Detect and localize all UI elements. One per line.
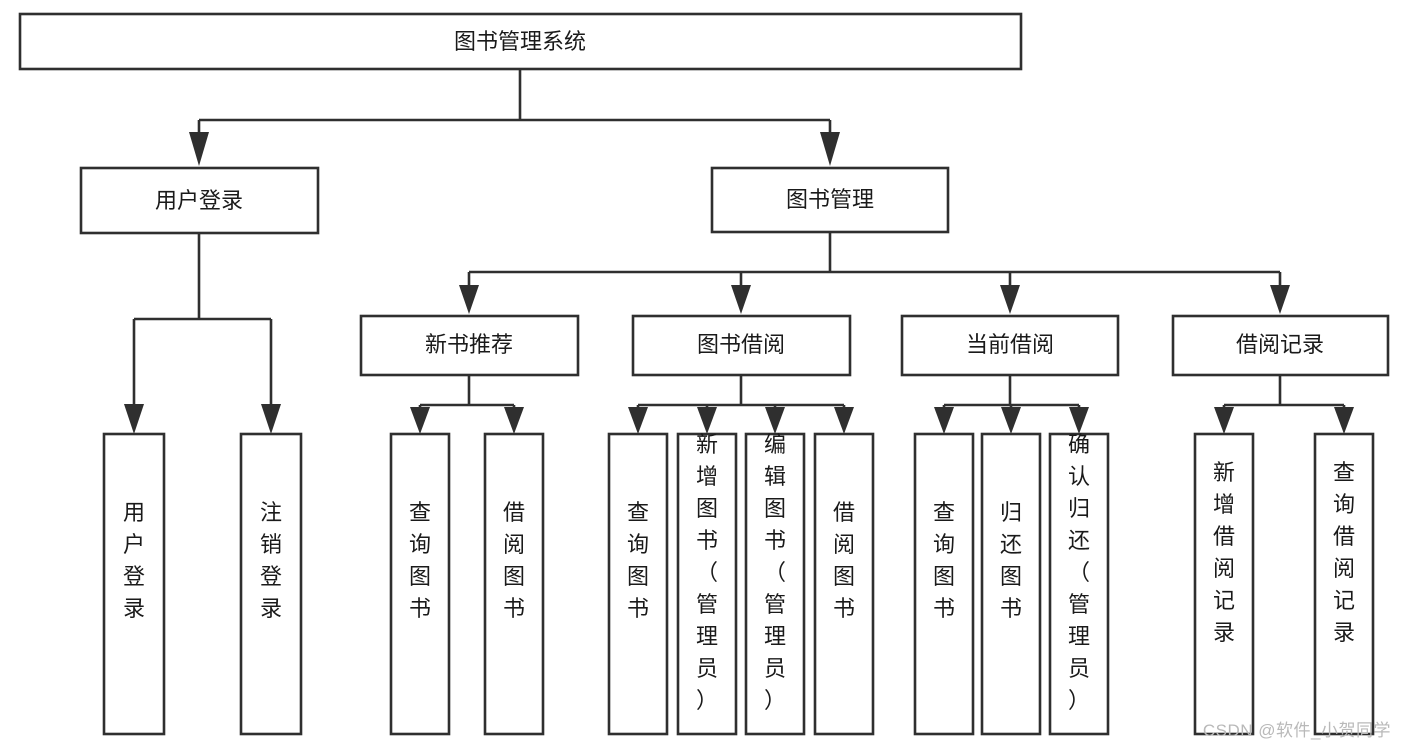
arrowhead-book-manage xyxy=(820,132,840,166)
arrowhead-leaf-query-book-1 xyxy=(410,407,430,434)
node-user-login-box[interactable] xyxy=(79,166,320,235)
node-user-login-label: 用户登录 xyxy=(155,188,243,213)
node-new-book-rec[interactable]: 新书推荐 xyxy=(359,314,580,377)
node-leaf-user-login-box[interactable] xyxy=(102,432,166,736)
connector-group-borrow-record xyxy=(1214,375,1354,434)
node-leaf-borrow-book-1-box[interactable] xyxy=(483,432,545,736)
node-leaf-logout[interactable]: 注销登录 xyxy=(239,432,303,736)
node-current-borrow-box[interactable] xyxy=(900,314,1120,377)
node-book-borrow[interactable]: 图书借阅 xyxy=(631,314,852,377)
node-book-manage[interactable]: 图书管理 xyxy=(710,166,950,234)
node-borrow-record[interactable]: 借阅记录 xyxy=(1171,314,1390,377)
node-borrow-record-box[interactable] xyxy=(1171,314,1390,377)
arrowhead-new-book-rec xyxy=(459,285,479,314)
node-root-label: 图书管理系统 xyxy=(454,29,586,54)
csdn-watermark: CSDN @软件_小贺同学 xyxy=(1202,721,1391,740)
arrowhead-leaf-borrow-book-2 xyxy=(834,407,854,434)
node-leaf-query-book-1-box[interactable] xyxy=(389,432,451,736)
node-leaf-edit-book-admin[interactable]: 编辑图书（管理员） xyxy=(744,432,806,736)
node-book-manage-box[interactable] xyxy=(710,166,950,234)
node-leaf-query-borrow-record[interactable]: 查询借阅记录 xyxy=(1313,432,1375,736)
arrowhead-leaf-confirm-return-admin xyxy=(1069,407,1089,434)
node-book-manage-label: 图书管理 xyxy=(786,187,874,212)
arrowhead-leaf-add-borrow-record xyxy=(1214,407,1234,434)
node-leaf-logout-label: 注销登录 xyxy=(260,500,282,621)
node-book-borrow-box[interactable] xyxy=(631,314,852,377)
node-leaf-query-book-3-box[interactable] xyxy=(913,432,975,736)
node-book-borrow-label: 图书借阅 xyxy=(697,332,785,357)
arrowhead-user-login xyxy=(189,132,209,166)
node-leaf-add-borrow-record-label: 新增借阅记录 xyxy=(1213,460,1235,645)
node-leaf-logout-box[interactable] xyxy=(239,432,303,736)
node-leaf-add-borrow-record[interactable]: 新增借阅记录 xyxy=(1193,432,1255,736)
arrowhead-book-borrow xyxy=(731,285,751,314)
connector-group-book-borrow xyxy=(628,375,854,434)
arrowhead-leaf-logout xyxy=(261,404,281,434)
node-leaf-query-book-3-label: 查询图书 xyxy=(933,500,955,621)
node-new-book-rec-box[interactable] xyxy=(359,314,580,377)
connector-group-root xyxy=(189,69,840,166)
node-leaf-user-login-label: 用户登录 xyxy=(123,500,145,621)
arrowhead-borrow-record xyxy=(1270,285,1290,314)
arrowhead-leaf-query-book-3 xyxy=(934,407,954,434)
node-current-borrow[interactable]: 当前借阅 xyxy=(900,314,1120,377)
node-leaf-edit-book-admin-label: 编辑图书（管理员） xyxy=(764,432,786,713)
node-leaf-query-borrow-record-box[interactable] xyxy=(1313,432,1375,736)
arrowhead-leaf-query-borrow-record xyxy=(1334,407,1354,434)
node-leaf-return-book[interactable]: 归还图书 xyxy=(980,432,1042,736)
arrowhead-leaf-add-book-admin xyxy=(697,407,717,434)
connector-group-new-book-rec xyxy=(410,375,524,434)
node-leaf-query-borrow-record-label: 查询借阅记录 xyxy=(1333,460,1355,645)
node-root[interactable]: 图书管理系统 xyxy=(18,12,1023,71)
node-leaf-query-book-2-label: 查询图书 xyxy=(627,500,649,621)
connector-group-user-login xyxy=(124,233,281,434)
arrowhead-leaf-query-book-2 xyxy=(628,407,648,434)
node-current-borrow-label: 当前借阅 xyxy=(966,332,1054,357)
node-leaf-edit-book-admin-box[interactable] xyxy=(744,432,806,736)
node-root-box[interactable] xyxy=(18,12,1023,71)
node-leaf-query-book-2-box[interactable] xyxy=(607,432,669,736)
node-leaf-query-book-1[interactable]: 查询图书 xyxy=(389,432,451,736)
node-leaf-query-book-3[interactable]: 查询图书 xyxy=(913,432,975,736)
connector-group-book-manage xyxy=(459,232,1290,314)
node-borrow-record-label: 借阅记录 xyxy=(1236,332,1324,357)
node-leaf-confirm-return-admin-label: 确认归还（管理员） xyxy=(1068,432,1090,713)
node-leaf-add-book-admin[interactable]: 新增图书（管理员） xyxy=(676,432,738,736)
node-leaf-borrow-book-2[interactable]: 借阅图书 xyxy=(813,432,875,736)
node-leaf-return-book-box[interactable] xyxy=(980,432,1042,736)
node-leaf-add-borrow-record-box[interactable] xyxy=(1193,432,1255,736)
node-leaf-user-login[interactable]: 用户登录 xyxy=(102,432,166,736)
arrowhead-leaf-return-book xyxy=(1001,407,1021,434)
node-new-book-rec-label: 新书推荐 xyxy=(425,332,513,357)
node-leaf-add-book-admin-label: 新增图书（管理员） xyxy=(696,432,718,713)
node-leaf-borrow-book-1[interactable]: 借阅图书 xyxy=(483,432,545,736)
arrowhead-leaf-edit-book-admin xyxy=(765,407,785,434)
connector-group-current-borrow xyxy=(934,375,1089,434)
node-leaf-return-book-label: 归还图书 xyxy=(1000,500,1022,621)
node-leaf-borrow-book-2-box[interactable] xyxy=(813,432,875,736)
arrowhead-leaf-user-login xyxy=(124,404,144,434)
arrowhead-current-borrow xyxy=(1000,285,1020,314)
node-leaf-confirm-return-admin[interactable]: 确认归还（管理员） xyxy=(1048,432,1110,736)
arrowhead-leaf-borrow-book-1 xyxy=(504,407,524,434)
node-leaf-query-book-1-label: 查询图书 xyxy=(409,500,431,621)
node-leaf-borrow-book-1-label: 借阅图书 xyxy=(503,500,525,621)
node-leaf-borrow-book-2-label: 借阅图书 xyxy=(833,500,855,621)
node-leaf-query-book-2[interactable]: 查询图书 xyxy=(607,432,669,736)
node-leaf-confirm-return-admin-box[interactable] xyxy=(1048,432,1110,736)
node-user-login[interactable]: 用户登录 xyxy=(79,166,320,235)
node-leaf-add-book-admin-box[interactable] xyxy=(676,432,738,736)
